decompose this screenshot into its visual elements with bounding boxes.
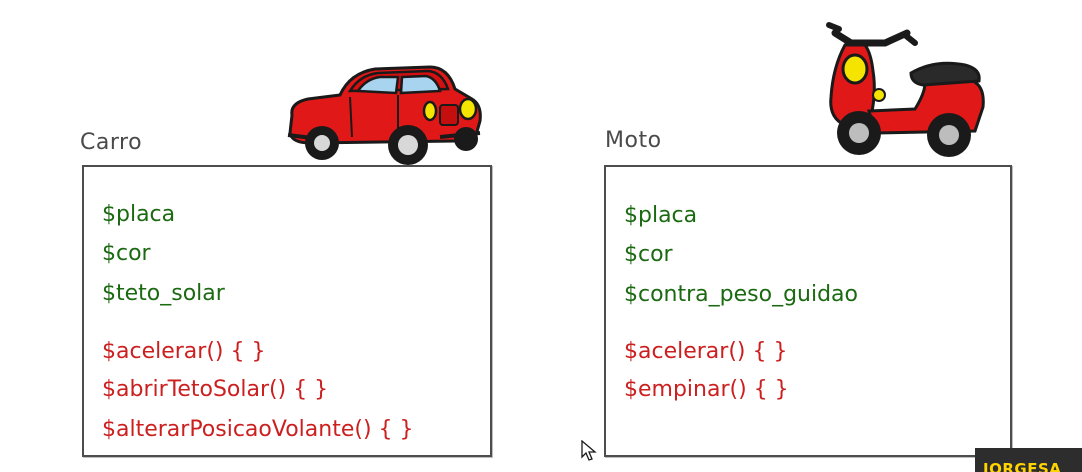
moto-class-title: Moto bbox=[605, 128, 662, 153]
red-scooter-icon bbox=[826, 22, 985, 157]
carro-method: $acelerar() { } bbox=[102, 339, 266, 364]
carro-method: $alterarPosicaoVolante() { } bbox=[102, 417, 414, 442]
moto-attribute: $cor bbox=[624, 242, 673, 267]
moto-method: $empinar() { } bbox=[624, 377, 789, 402]
watermark-text: JORGESA bbox=[983, 460, 1062, 472]
carro-class-title: Carro bbox=[80, 130, 143, 155]
carro-attribute: $cor bbox=[102, 241, 151, 266]
carro-class-box: $placa $cor $teto_solar $acelerar() { } … bbox=[82, 165, 492, 457]
watermark-badge: JORGESA bbox=[975, 448, 1082, 472]
red-car-icon bbox=[287, 65, 482, 165]
moto-attribute: $placa bbox=[624, 203, 698, 228]
carro-attribute: $teto_solar bbox=[102, 281, 225, 306]
mouse-cursor-icon bbox=[581, 440, 597, 461]
moto-method: $acelerar() { } bbox=[624, 339, 788, 364]
moto-attribute: $contra_peso_guidao bbox=[624, 282, 858, 307]
carro-method: $abrirTetoSolar() { } bbox=[102, 377, 329, 402]
moto-class-box: $placa $cor $contra_peso_guidao $acelera… bbox=[604, 165, 1012, 457]
carro-attribute: $placa bbox=[102, 202, 176, 227]
